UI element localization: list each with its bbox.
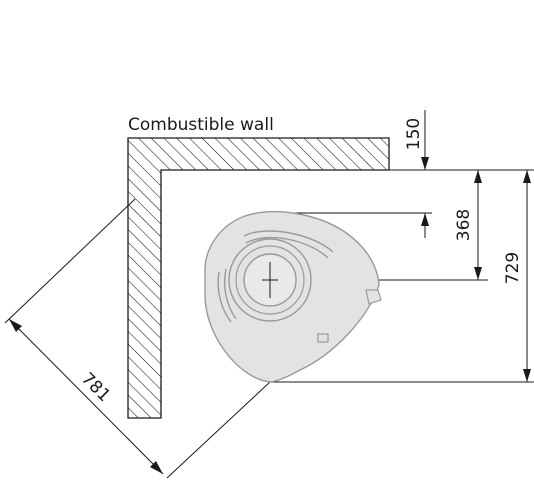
dimension-150-label: 150: [404, 118, 424, 150]
wall-label: Combustible wall: [128, 115, 274, 135]
dimension-150: [421, 110, 429, 238]
dimension-729-label: 729: [503, 252, 523, 284]
dimension-368: [474, 170, 482, 280]
stove: [204, 210, 382, 383]
dimension-729: [523, 170, 531, 382]
dimension-781-label: 781: [77, 369, 114, 406]
dimension-781: [8, 318, 164, 475]
combustible-wall: [127, 137, 390, 419]
dimension-368-label: 368: [454, 209, 474, 241]
